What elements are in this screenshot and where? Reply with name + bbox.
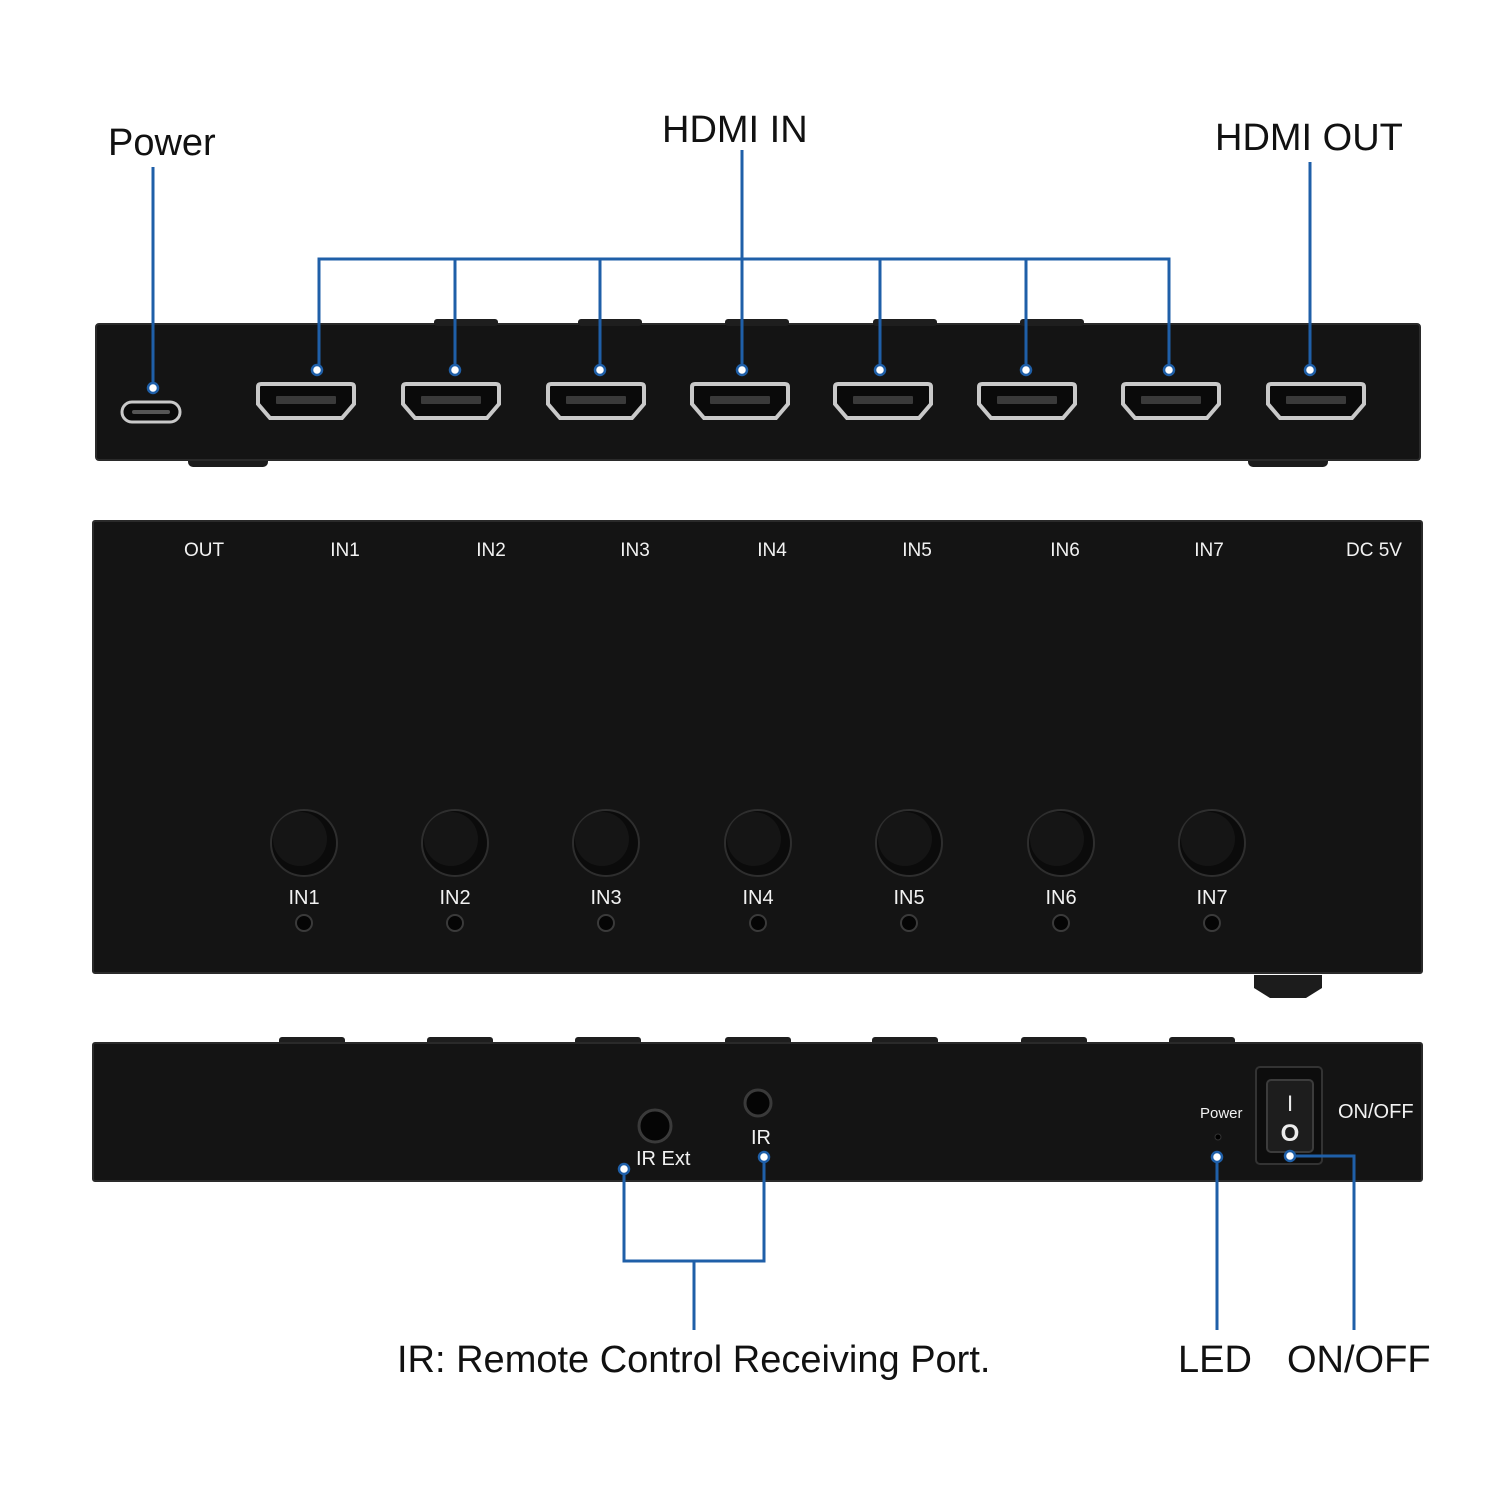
- hdmi-pins: [276, 396, 336, 404]
- on-off-callout: ON/OFF: [1287, 1339, 1431, 1381]
- button-label: IN3: [590, 887, 621, 909]
- port-label: IN7: [1194, 540, 1224, 561]
- hdmi-in-bracket: [317, 257, 1171, 370]
- input-led: [1203, 914, 1221, 932]
- hdmi-out-port: [1266, 382, 1366, 420]
- hdmi-in-port: [401, 382, 501, 420]
- switch-off-mark: O: [1281, 1120, 1300, 1147]
- ir-description-callout: IR: Remote Control Receiving Port.: [397, 1339, 990, 1381]
- port-label: OUT: [184, 540, 225, 561]
- port-label: IN1: [330, 540, 360, 561]
- button-label: IN2: [439, 887, 470, 909]
- push-button-cap: [424, 812, 478, 866]
- rocker-switch: I O: [1255, 1066, 1323, 1165]
- input-select-button-4: IN4: [724, 809, 792, 932]
- top-callout-lines: [151, 150, 1312, 386]
- hdmi-in-port: [833, 382, 933, 420]
- callout-dot: [873, 363, 887, 377]
- input-led: [749, 914, 767, 932]
- port-label: IN6: [1050, 540, 1080, 561]
- rubber-foot: [1254, 975, 1322, 998]
- button-label: IN7: [1196, 887, 1227, 909]
- button-top-edge: [873, 319, 937, 326]
- port-label: IN4: [757, 540, 787, 561]
- push-button-cap: [575, 812, 629, 866]
- button-label: IN1: [288, 887, 319, 909]
- button-top-edge: [725, 319, 789, 326]
- hdmi-pins: [566, 396, 626, 404]
- callout-dot: [1162, 363, 1176, 377]
- rear-port-panel: [95, 319, 1421, 467]
- push-button-cap: [1181, 812, 1235, 866]
- button-label: IN6: [1045, 887, 1076, 909]
- ir-ext-jack: [637, 1108, 673, 1144]
- callout-dot: [1283, 1149, 1297, 1163]
- push-button-cap: [1030, 812, 1084, 866]
- button-label: IN4: [742, 887, 773, 909]
- button-label: IN5: [893, 887, 924, 909]
- input-select-button-2: IN2: [421, 809, 489, 932]
- switch-label: ON/OFF: [1338, 1101, 1414, 1123]
- hdmi-pins: [421, 396, 481, 404]
- input-led: [446, 914, 464, 932]
- callout-dot: [757, 1150, 771, 1164]
- hdmi-in-port: [256, 382, 356, 420]
- callout-dot: [617, 1162, 631, 1176]
- hdmi-out-callout: HDMI OUT: [1215, 117, 1403, 159]
- hdmi-in-callout: HDMI IN: [662, 109, 808, 151]
- switch-on-mark: I: [1287, 1091, 1293, 1116]
- port-label: IN2: [476, 540, 506, 561]
- hdmi-in-port: [1121, 382, 1221, 420]
- led-callout: LED: [1178, 1339, 1252, 1381]
- callout-dot: [593, 363, 607, 377]
- input-led: [1052, 914, 1070, 932]
- callout-dot: [448, 363, 462, 377]
- port-label: IN5: [902, 540, 932, 561]
- usb-c-tongue: [132, 410, 170, 414]
- hdmi-pins: [997, 396, 1057, 404]
- callout-dot: [1210, 1150, 1224, 1164]
- power-led-label: Power: [1200, 1105, 1243, 1122]
- input-led: [295, 914, 313, 932]
- hdmi-in-port: [546, 382, 646, 420]
- ir-label: IR: [751, 1127, 771, 1149]
- push-button-cap: [727, 812, 781, 866]
- hdmi-pins: [853, 396, 913, 404]
- port-label: IN3: [620, 540, 650, 561]
- bottom-callout-dots: [617, 1149, 1297, 1176]
- push-button-cap: [273, 812, 327, 866]
- input-led: [597, 914, 615, 932]
- front-side-panel: IR Ext IR Power I O ON/OFF: [92, 1037, 1423, 1182]
- push-button-cap: [878, 812, 932, 866]
- button-top-edge: [578, 319, 642, 326]
- port-label: DC 5V: [1346, 540, 1402, 561]
- hdmi-pins: [710, 396, 770, 404]
- hdmi-pins: [1141, 396, 1201, 404]
- input-led: [900, 914, 918, 932]
- ir-receiver-window: [743, 1088, 773, 1118]
- callout-dot: [1303, 363, 1317, 377]
- callout-dot: [310, 363, 324, 377]
- button-top-edge: [1020, 319, 1084, 326]
- hdmi-in-port: [690, 382, 790, 420]
- input-select-button-5: IN5: [875, 809, 943, 932]
- callout-dot: [1019, 363, 1033, 377]
- power-callout: Power: [108, 122, 216, 164]
- hdmi-in-port: [977, 382, 1077, 420]
- callout-dot: [146, 381, 160, 395]
- hdmi-pins: [1286, 396, 1346, 404]
- input-select-button-7: IN7: [1178, 809, 1246, 932]
- ir-ext-label: IR Ext: [636, 1148, 691, 1170]
- bottom-callout-lines: [622, 1154, 1356, 1330]
- power-led: [1214, 1133, 1222, 1141]
- button-top-edge: [434, 319, 498, 326]
- callout-dot: [735, 363, 749, 377]
- input-select-button-1: IN1: [270, 809, 338, 932]
- input-select-button-6: IN6: [1027, 809, 1095, 932]
- on-off-callout-line: [1290, 1154, 1356, 1330]
- input-select-button-3: IN3: [572, 809, 640, 932]
